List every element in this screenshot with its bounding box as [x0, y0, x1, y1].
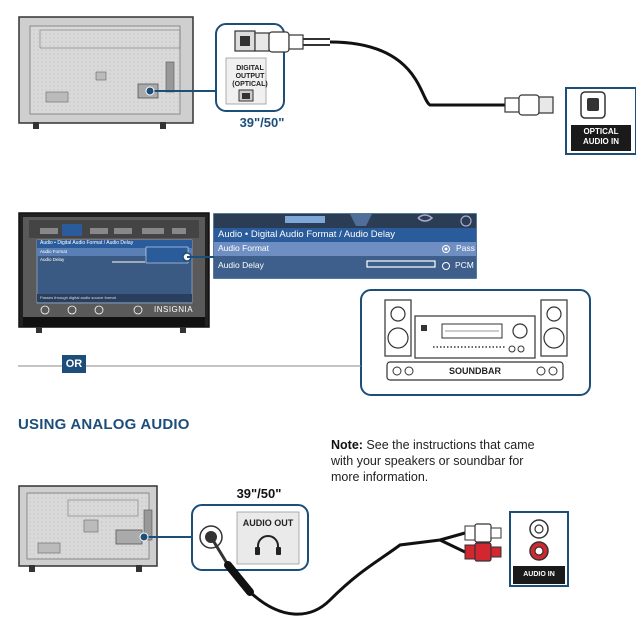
- note-bold: Note:: [331, 438, 363, 452]
- tv-back-icon-analog: [18, 485, 158, 572]
- soundbar-label: SOUNDBAR: [448, 366, 501, 376]
- headphone-icon: [255, 535, 281, 555]
- audio-in-label: AUDIO IN: [523, 571, 555, 578]
- menu-audio-delay-label[interactable]: Audio Delay: [218, 260, 264, 270]
- optical-audio-in-label: OPTICAL AUDIO IN: [571, 127, 631, 147]
- optical-in-line1: OPTICAL: [583, 127, 619, 136]
- tv-brand: INSIGNIA: [154, 305, 194, 314]
- tv-back-icon: [18, 16, 194, 129]
- soundbar-icon: [386, 361, 564, 381]
- or-badge: OR: [62, 355, 86, 373]
- note-body: See the instructions that came with your…: [331, 438, 535, 484]
- note-text: Note: See the instructions that came wit…: [331, 437, 536, 485]
- audio-menu-enlarged: [213, 213, 477, 279]
- tv-size-label: 39"/50": [239, 115, 285, 130]
- tv-menu-tabs: [40, 224, 186, 236]
- menu-breadcrumb: Audio • Digital Audio Format / Audio Del…: [218, 229, 396, 240]
- rca-plug-icon: [464, 523, 502, 562]
- optical-label-line3: (OPTICAL): [232, 81, 268, 88]
- tv-menu-footer: Passes through digital audio source form…: [40, 295, 116, 300]
- optical-output-label: DIGITAL OUTPUT (OPTICAL): [222, 65, 278, 89]
- optical-in-line2: AUDIO IN: [583, 137, 619, 146]
- section-title-analog: USING ANALOG AUDIO: [18, 416, 190, 433]
- optical-label-line1: DIGITAL: [236, 65, 264, 72]
- audio-out-box: [191, 504, 309, 571]
- menu-audio-format-option[interactable]: Pass: [456, 243, 475, 253]
- tv-size-label-analog: 39"/50": [236, 486, 282, 501]
- menu-audio-delay-option[interactable]: PCM: [455, 260, 474, 270]
- audio-out-label: AUDIO OUT: [242, 518, 294, 528]
- callout-dot: [145, 86, 155, 96]
- tv-menu-breadcrumb: Audio • Digital Audio Format / Audio Del…: [40, 240, 134, 246]
- audio-in-box: [509, 511, 569, 587]
- optical-audio-in-box: [565, 87, 636, 155]
- tv-menu-row2: Audio Delay: [40, 257, 65, 262]
- callout-dot-analog: [139, 532, 149, 542]
- menu-audio-format-label[interactable]: Audio Format: [218, 243, 270, 253]
- optical-cable: [254, 31, 554, 116]
- tv-menu-row1: Audio Format: [40, 249, 68, 254]
- optical-label-line2: OUTPUT: [235, 73, 265, 80]
- analog-cable: [209, 531, 466, 616]
